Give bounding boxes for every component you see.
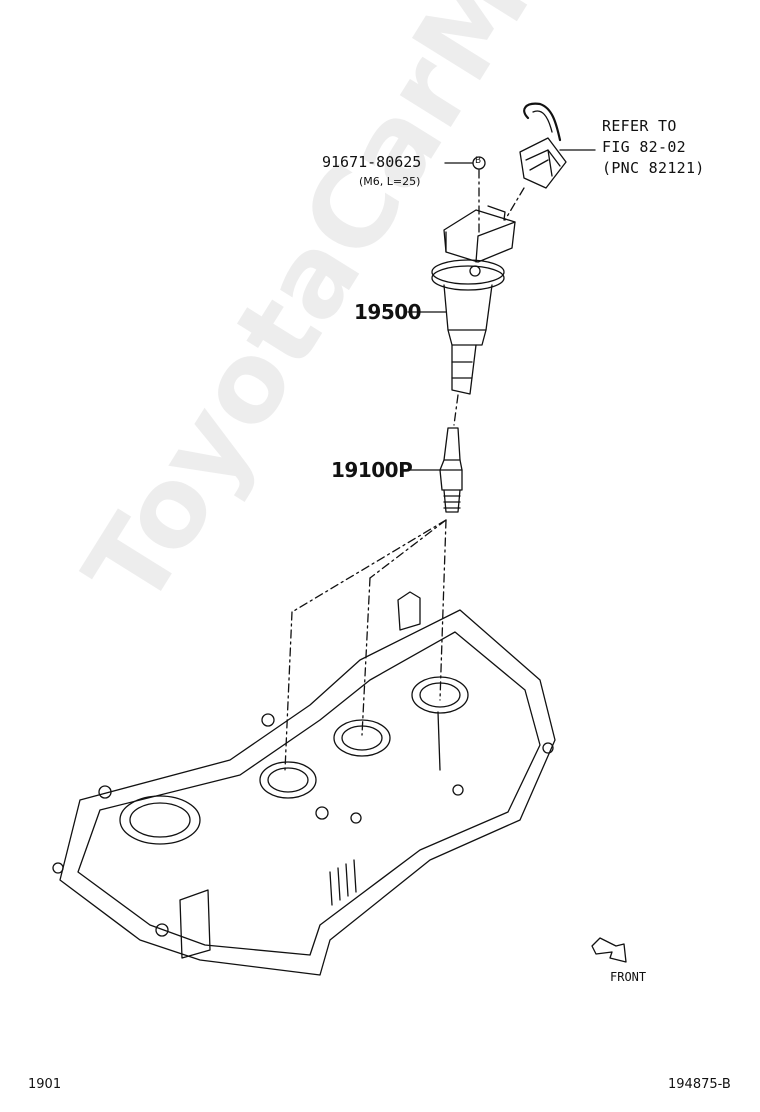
- cylinder-head-cover: [52, 591, 556, 976]
- wire-harness-connector: [519, 102, 596, 189]
- footer-left-code: 1901: [28, 1077, 62, 1092]
- bolt-spec: (M6, L=25): [359, 175, 421, 188]
- bolt-marker: [444, 156, 486, 170]
- front-arrow-icon: [591, 937, 627, 963]
- coil-part-number: 19500: [354, 300, 422, 324]
- reference-line-1: REFER TO: [602, 117, 677, 135]
- ignition-coil: [407, 205, 516, 395]
- footer-right-code: 194875-B: [668, 1077, 731, 1092]
- front-label: FRONT: [610, 970, 647, 984]
- spark-plug: [403, 427, 463, 513]
- assembly-axis: [284, 169, 525, 771]
- reference-note: REFER TO FIG 82-02 (PNC 82121): [602, 116, 705, 179]
- plug-part-number: 19100P: [331, 458, 413, 482]
- bolt-part-number: 91671-80625: [322, 153, 422, 171]
- reference-line-3: (PNC 82121): [602, 159, 705, 177]
- reference-line-2: FIG 82-02: [602, 138, 686, 156]
- bolt-marker-letter: B: [475, 156, 482, 166]
